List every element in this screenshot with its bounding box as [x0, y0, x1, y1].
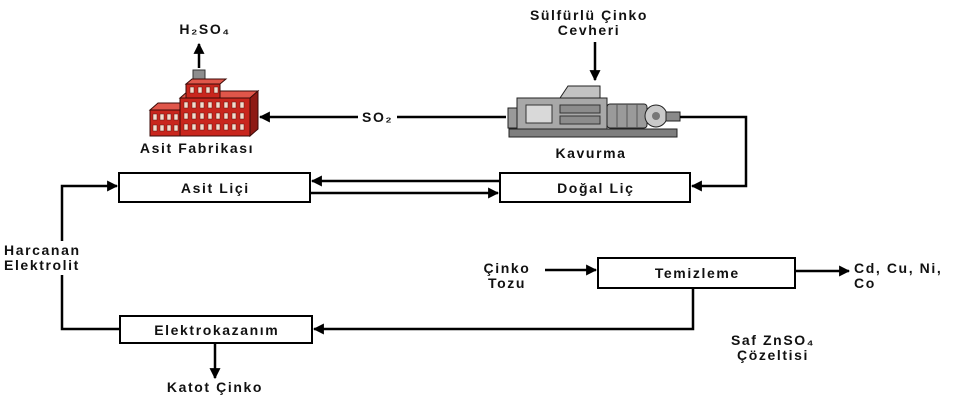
factory-icon [150, 70, 258, 136]
factory-window [184, 113, 188, 119]
factory-window [208, 124, 212, 130]
zinc-dust-label: Çinko Tozu [470, 261, 544, 291]
acid-leach-box: Asit Liçi [118, 172, 311, 203]
factory-window [174, 125, 178, 131]
spent-electrolyte-line-2: Elektrolit [4, 258, 81, 273]
impurities-line-1: Cd, Cu, Ni, [854, 261, 942, 276]
acid-plant-text: Asit Fabrikası [127, 141, 267, 156]
factory-window [214, 87, 218, 93]
factory-window [240, 113, 244, 119]
factory-window [192, 113, 196, 119]
machine-base [509, 129, 677, 137]
zinc-dust-line-1: Çinko [470, 261, 544, 276]
impurities-line-2: Co [854, 276, 942, 291]
factory-window [184, 102, 188, 108]
machine-hopper [560, 86, 600, 98]
factory-window [208, 113, 212, 119]
factory-side-wall [250, 91, 258, 136]
factory-window [232, 113, 236, 119]
roasting-text: Kavurma [536, 146, 646, 161]
machine-slot [560, 105, 600, 113]
sulfur-dioxide-label: SO₂ [358, 109, 397, 125]
factory-window [240, 102, 244, 108]
factory-window [160, 114, 164, 120]
roaster-machine-icon [508, 86, 680, 137]
sulfur-dioxide-text: SO₂ [362, 109, 393, 125]
factory-main-wall [180, 98, 250, 136]
ore-label-line-2: Cevheri [514, 23, 664, 38]
factory-window [160, 125, 164, 131]
factory-window [206, 87, 210, 93]
factory-window [192, 102, 196, 108]
factory-window [174, 114, 178, 120]
factory-upper-roof [186, 79, 226, 84]
factory-window [224, 102, 228, 108]
factory-window [216, 113, 220, 119]
purification-label: Temizleme [653, 265, 740, 281]
factory-window [153, 114, 157, 120]
factory-window [153, 125, 157, 131]
roasting-label: Kavurma [536, 146, 646, 161]
ore-label: Sülfürlü Çinko Cevheri [514, 8, 664, 38]
neutral-leach-label: Doğal Liç [555, 180, 634, 196]
spent-electrolyte-label: Harcanan Elektrolit [4, 241, 81, 275]
cathode-zinc-text: Katot Çinko [150, 380, 280, 395]
factory-window [224, 124, 228, 130]
impurities-label: Cd, Cu, Ni, Co [854, 261, 942, 291]
purification-box: Temizleme [597, 257, 796, 289]
sulfuric-acid-text: H₂SO₄ [157, 22, 253, 37]
factory-window [232, 102, 236, 108]
factory-window [167, 114, 171, 120]
factory-window [198, 87, 202, 93]
factory-window [200, 102, 204, 108]
factory-window [190, 87, 194, 93]
factory-window [192, 124, 196, 130]
sulfuric-acid-label: H₂SO₄ [157, 22, 253, 37]
machine-slot [560, 116, 600, 124]
cathode-zinc-label: Katot Çinko [150, 380, 280, 395]
arrow-purification-to-electrowinning [314, 289, 693, 329]
factory-window [208, 102, 212, 108]
ore-label-line-1: Sülfürlü Çinko [514, 8, 664, 23]
factory-window [200, 124, 204, 130]
spent-electrolyte-line-1: Harcanan [4, 243, 81, 258]
neutral-leach-box: Doğal Liç [499, 172, 691, 203]
pure-solution-label: Saf ZnSO₄ Çözeltisi [718, 333, 828, 363]
pure-solution-line-2: Çözeltisi [718, 348, 828, 363]
factory-window [200, 113, 204, 119]
factory-window [232, 124, 236, 130]
machine-hub [652, 112, 660, 120]
factory-window [216, 124, 220, 130]
electrowinning-box: Elektrokazanım [119, 315, 313, 344]
factory-window [184, 124, 188, 130]
electrowinning-label: Elektrokazanım [153, 322, 280, 338]
factory-window [216, 102, 220, 108]
pure-solution-line-1: Saf ZnSO₄ [718, 333, 828, 348]
machine-shaft [666, 112, 680, 121]
acid-plant-label: Asit Fabrikası [127, 141, 267, 156]
factory-window [224, 113, 228, 119]
machine-panel [526, 105, 552, 123]
zinc-dust-line-2: Tozu [470, 276, 544, 291]
acid-leach-label: Asit Liçi [179, 180, 249, 196]
factory-window [240, 124, 244, 130]
factory-window [167, 125, 171, 131]
